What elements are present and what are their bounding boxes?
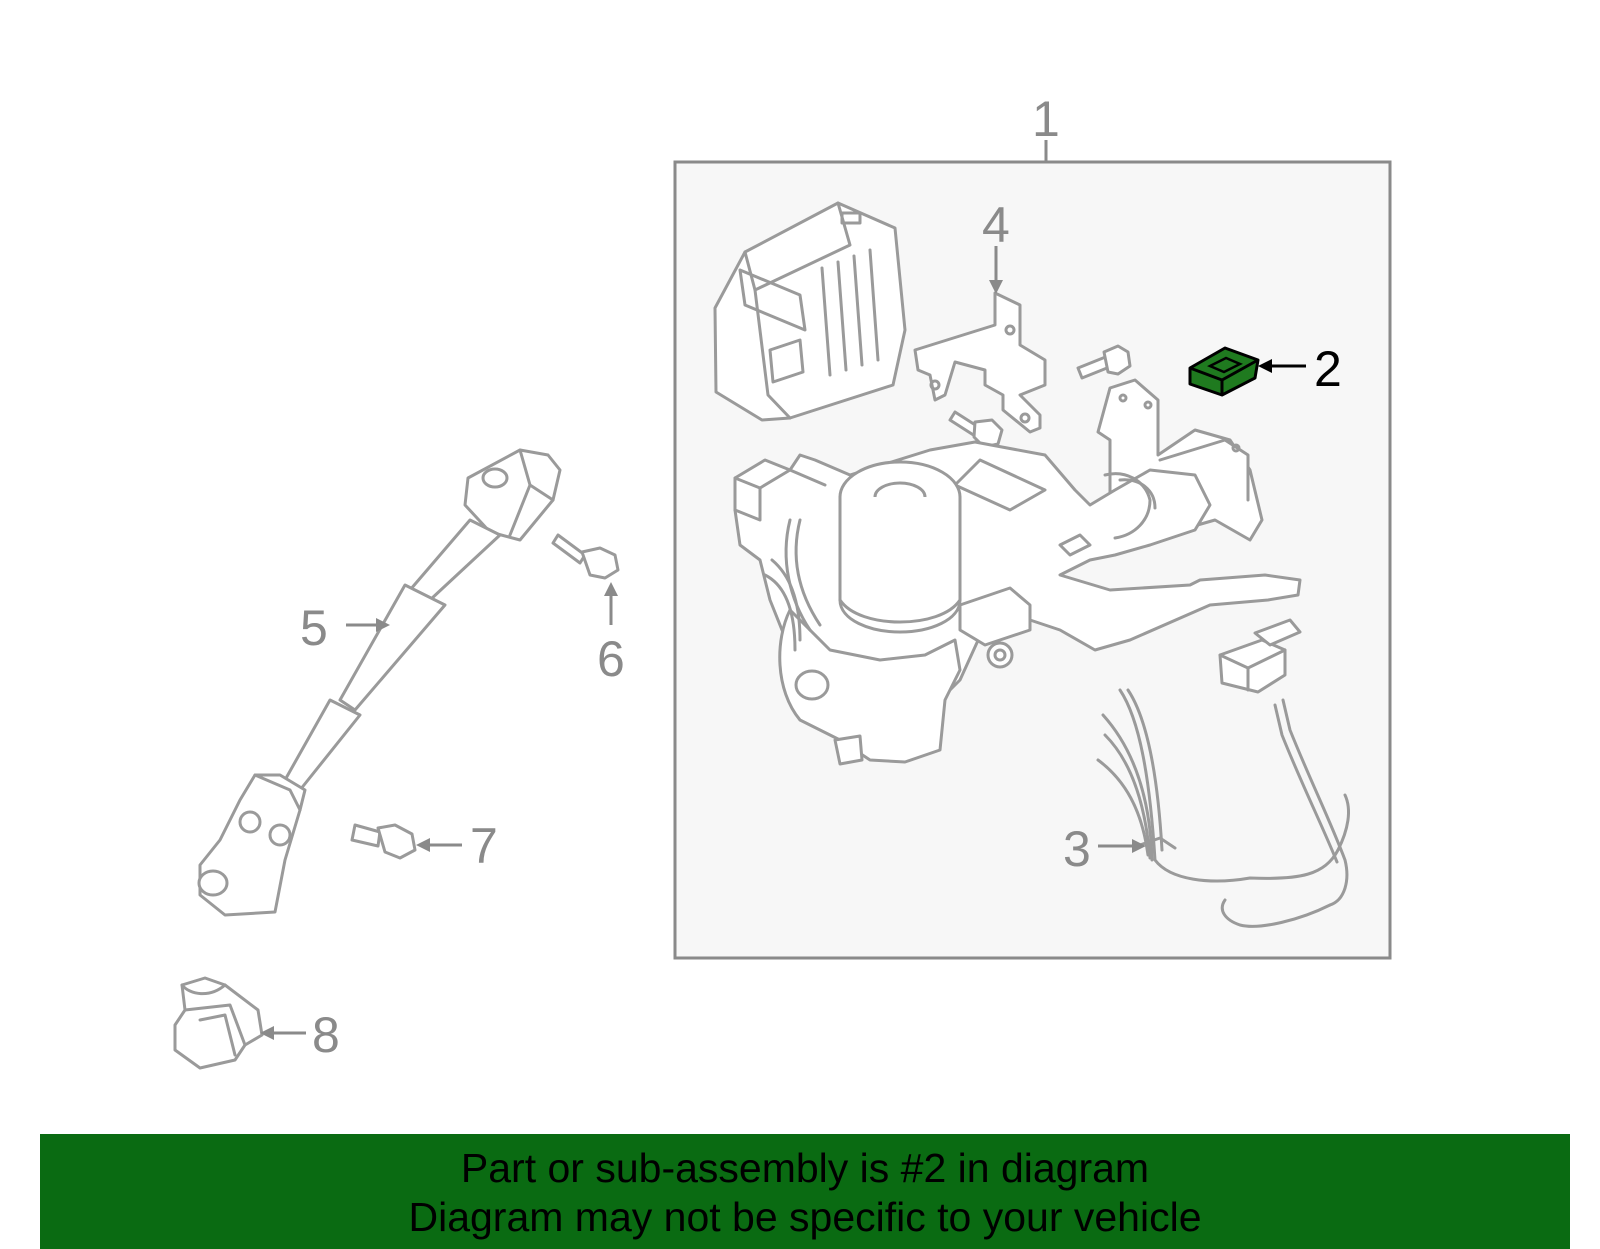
callout-2: 2 xyxy=(1314,341,1342,397)
grommet-part-8 xyxy=(173,976,264,1070)
callout-3-arrow-head xyxy=(1132,839,1146,853)
callout-7: 7 xyxy=(470,818,498,874)
bolt-part-6 xyxy=(551,533,620,580)
callout-6: 6 xyxy=(597,631,625,687)
assist-motor xyxy=(838,460,962,634)
bracket-part-4 xyxy=(913,291,1047,434)
callout-7-arrow-head xyxy=(416,838,430,852)
callout-3: 3 xyxy=(1063,821,1091,877)
callout-1: 1 xyxy=(1032,91,1060,147)
intermediate-shaft-part-5 xyxy=(197,448,562,917)
callout-4-arrow-head xyxy=(989,280,1003,294)
wire-harness-part-3 xyxy=(1096,618,1350,928)
callout-6-arrow-head xyxy=(604,582,618,596)
highlighted-part-2 xyxy=(1188,346,1260,397)
wires-left xyxy=(763,518,822,652)
callout-5: 5 xyxy=(300,600,328,656)
lower-housing xyxy=(778,586,1032,766)
callout-2-arrow-head xyxy=(1258,359,1272,373)
info-banner: Part or sub-assembly is #2 in diagram Di… xyxy=(40,1134,1570,1249)
callout-5-arrow-head xyxy=(376,618,390,632)
bolt-lower xyxy=(948,410,1004,449)
banner-line-disclaimer: Diagram may not be specific to your vehi… xyxy=(408,1194,1202,1240)
ecu-module xyxy=(713,201,907,422)
banner-line-part: Part or sub-assembly is #2 in diagram xyxy=(460,1145,1150,1191)
callout-4: 4 xyxy=(982,197,1010,253)
callout-8-arrow-head xyxy=(260,1026,274,1040)
bolt-upper xyxy=(1076,344,1132,380)
bolt-part-7 xyxy=(350,823,417,860)
callout-8: 8 xyxy=(312,1007,340,1063)
